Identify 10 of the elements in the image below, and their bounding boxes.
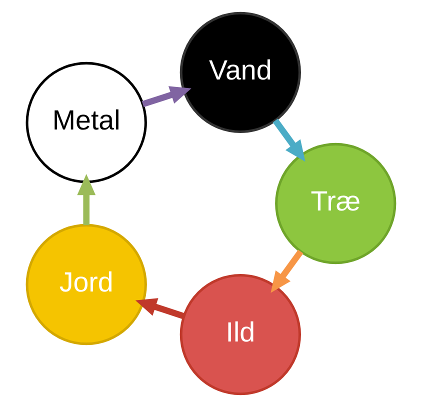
arrow: [270, 250, 304, 293]
node-circle: Ild: [180, 274, 301, 396]
arrow: [272, 118, 306, 162]
node-circle: Metal: [26, 62, 147, 184]
arrow: [142, 86, 192, 108]
arrow: [135, 298, 185, 320]
node-circle: Jord: [26, 224, 147, 346]
arrow: [77, 174, 96, 226]
node-circle: Vand: [180, 12, 301, 134]
node-circle: Træ: [275, 142, 396, 264]
